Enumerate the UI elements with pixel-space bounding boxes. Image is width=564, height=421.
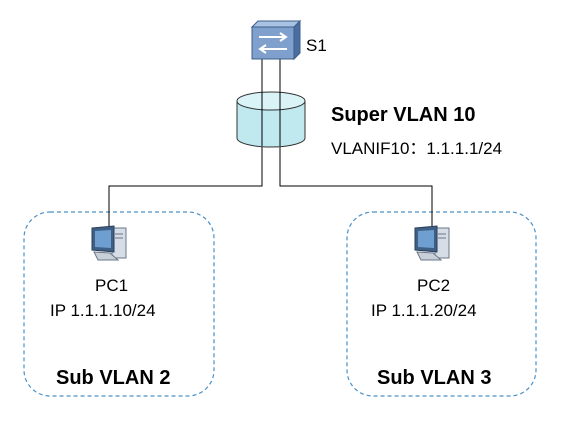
pc-icon[interactable] [414, 225, 450, 261]
switch-label: S1 [306, 36, 327, 55]
pc-icon[interactable] [91, 225, 127, 261]
pc2-name: PC2 [417, 276, 451, 295]
vlanif-address: VLANIF10：1.1.1.1/24 [331, 139, 503, 158]
pc2-ip: IP 1.1.1.20/24 [371, 301, 477, 320]
sub-vlan-2-region [23, 211, 215, 397]
super-vlan-title: Super VLAN 10 [331, 104, 476, 126]
sub-vlan-2-label: Sub VLAN 2 [56, 367, 171, 389]
pc1-ip: IP 1.1.1.10/24 [50, 301, 156, 320]
sub-vlan-3-label: Sub VLAN 3 [377, 367, 492, 389]
link-s1-pc1 [108, 57, 263, 228]
pc1-name: PC1 [95, 276, 129, 295]
switch-icon[interactable] [250, 19, 302, 61]
vlan-cylinder-icon [236, 91, 306, 148]
